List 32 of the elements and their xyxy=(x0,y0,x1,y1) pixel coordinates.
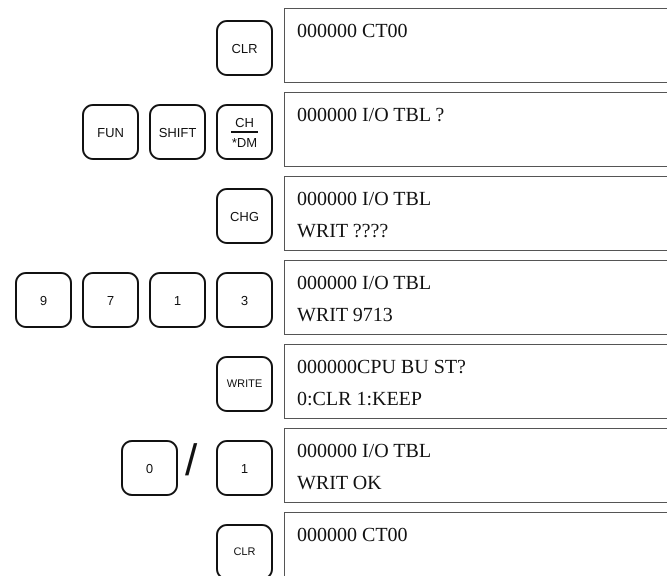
keypad-key: 7 xyxy=(82,272,139,328)
lcd-display xyxy=(284,8,667,83)
keypad-key: 1 xyxy=(149,272,206,328)
lcd-display xyxy=(284,92,667,167)
keypad-key: FUN xyxy=(82,104,139,160)
keypad-key: CH *DM xyxy=(216,104,273,160)
display-line: WRIT ???? xyxy=(297,219,388,244)
lcd-display xyxy=(284,512,667,576)
keypad-key: WRITE xyxy=(216,356,273,412)
display-line: WRIT OK xyxy=(297,471,382,496)
display-line: 000000 CT00 xyxy=(297,19,408,44)
keypad-key: CLR xyxy=(216,524,273,576)
display-line: WRIT 9713 xyxy=(297,303,393,328)
display-line: 000000 I/O TBL xyxy=(297,439,432,464)
lcd-display xyxy=(284,344,667,419)
keypad-key: 1 xyxy=(216,440,273,496)
lcd-display xyxy=(284,176,667,251)
display-line: 0:CLR 1:KEEP xyxy=(297,387,422,412)
keypad-key: CHG xyxy=(216,188,273,244)
display-line: 000000 I/O TBL ? xyxy=(297,103,444,128)
display-line: 000000CPU BU ST? xyxy=(297,355,466,380)
separator-slash: / xyxy=(185,436,198,486)
display-line: 000000 I/O TBL xyxy=(297,187,432,212)
keypad-key: 3 xyxy=(216,272,273,328)
lcd-display xyxy=(284,260,667,335)
keypad-key: CLR xyxy=(216,20,273,76)
keypad-key: 9 xyxy=(15,272,72,328)
display-line: 000000 I/O TBL xyxy=(297,271,432,296)
lcd-display xyxy=(284,428,667,503)
keypad-key: SHIFT xyxy=(149,104,206,160)
display-line: 000000 CT00 xyxy=(297,523,408,548)
keypad-key: 0 xyxy=(121,440,178,496)
